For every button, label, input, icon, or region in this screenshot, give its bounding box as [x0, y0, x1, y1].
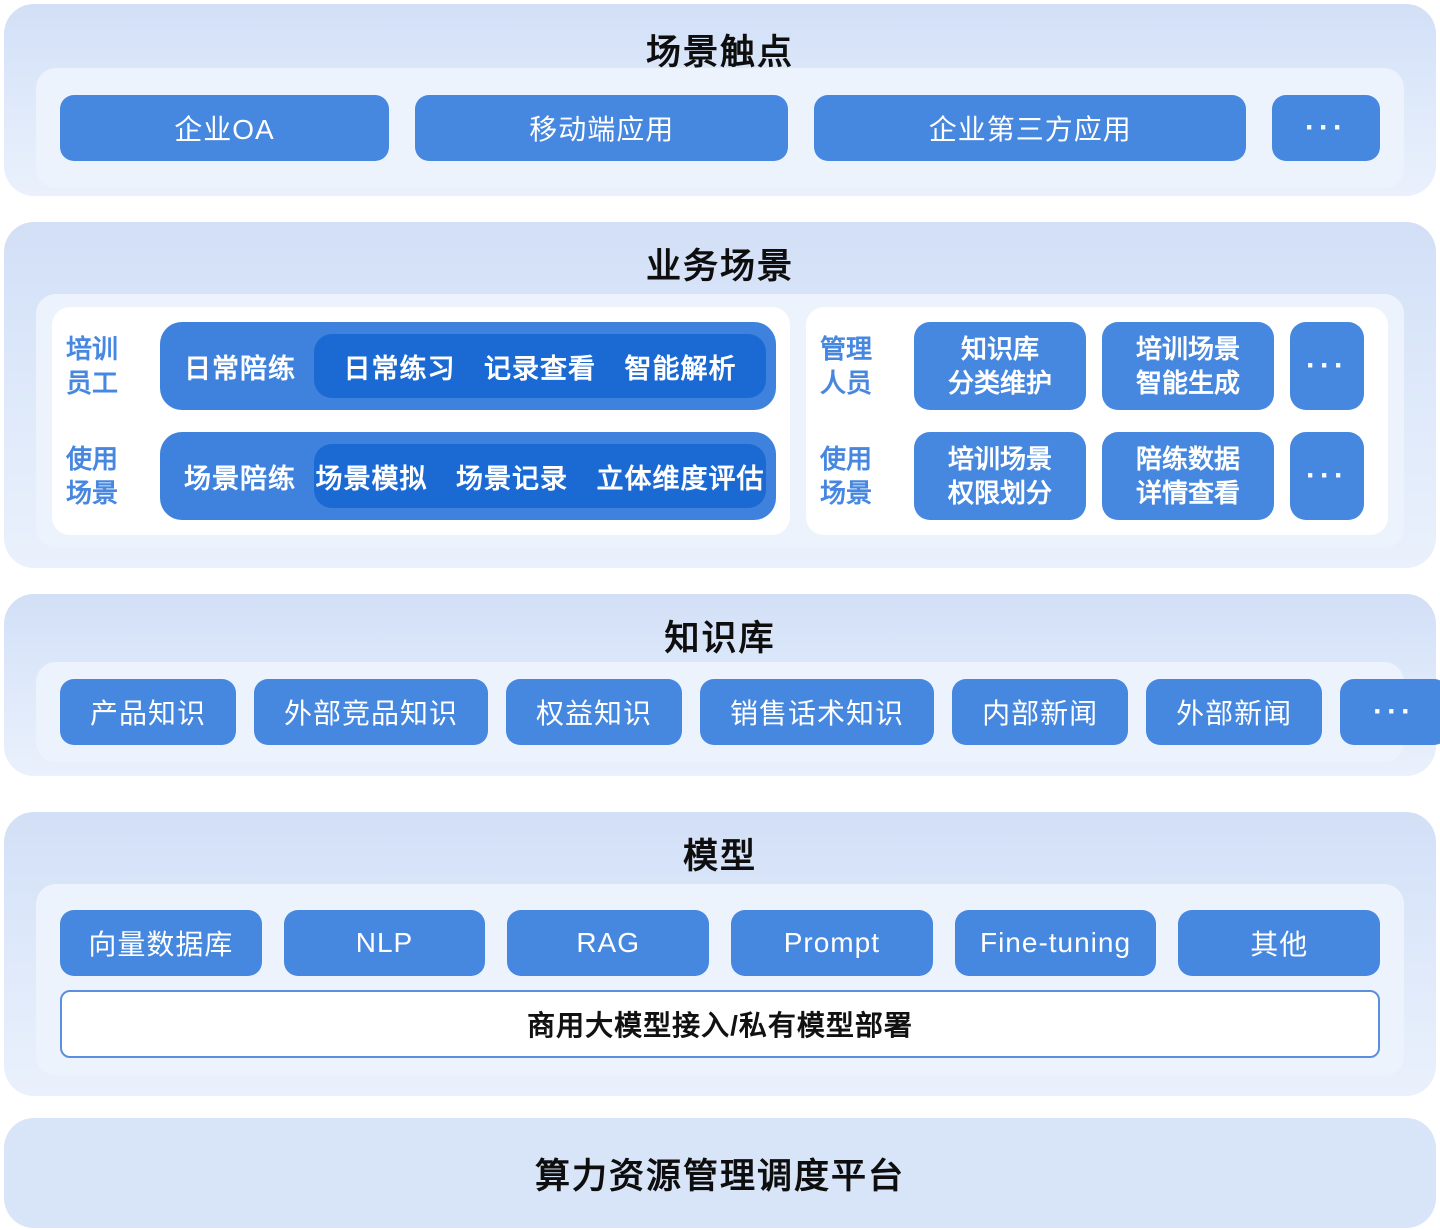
business-title: 业务场景 — [645, 247, 794, 286]
knowledge-competitor[interactable]: 外部竞品知识 — [254, 679, 489, 745]
llm-access-deployment-bar: 商用大模型接入/私有模型部署 — [60, 990, 1380, 1058]
touchpoints-more-button[interactable]: ··· — [1272, 95, 1380, 161]
daily-practice-pill[interactable]: 日常陪练 日常练习 记录查看 智能解析 — [160, 322, 776, 410]
daily-practice-row: 培训 员工 日常陪练 日常练习 记录查看 智能解析 — [66, 317, 776, 415]
knowledge-more-button[interactable]: ··· — [1340, 679, 1440, 745]
knowledge-panel: 产品知识 外部竞品知识 权益知识 销售话术知识 内部新闻 外部新闻 ··· — [36, 662, 1440, 762]
layer-compute-platform: 算力资源管理调度平台 — [4, 1118, 1436, 1228]
layer-business-scenarios: 业务场景 培训 员工 日常陪练 日常练习 记录查看 智能解析 使用 场景 场景陪… — [4, 222, 1436, 585]
touchpoint-enterprise-oa[interactable]: 企业OA — [60, 95, 389, 161]
touchpoint-third-party-app[interactable]: 企业第三方应用 — [814, 95, 1246, 161]
manager-row: 管理 人员 知识库 分类维护 培训场景 智能生成 ··· — [820, 317, 1374, 415]
model-nlp[interactable]: NLP — [283, 910, 486, 976]
touchpoints-panel: 企业OA 移动端应用 企业第三方应用 ··· — [36, 68, 1404, 188]
knowledge-title: 知识库 — [664, 619, 776, 658]
manager-usage-more-button[interactable]: ··· — [1290, 432, 1364, 520]
touchpoint-mobile-app[interactable]: 移动端应用 — [414, 95, 789, 161]
scenario-practice-row: 使用 场景 场景陪练 场景模拟 场景记录 立体维度评估 — [66, 427, 776, 525]
platform-title: 算力资源管理调度平台 — [534, 1156, 905, 1196]
model-buttons-row: 向量数据库 NLP RAG Prompt Fine-tuning 其他 — [60, 910, 1381, 976]
ellipsis-icon: ··· — [1373, 695, 1416, 728]
scenario-practice-label: 场景陪练 — [184, 463, 296, 494]
training-scene-auto-generate-button[interactable]: 培训场景 智能生成 — [1102, 322, 1274, 410]
manager-group: 管理 人员 知识库 分类维护 培训场景 智能生成 ··· 使用 场景 培训场景 … — [806, 307, 1388, 535]
model-prompt[interactable]: Prompt — [731, 910, 933, 976]
layer-model: 模型 向量数据库 NLP RAG Prompt Fine-tuning 其他 商… — [4, 812, 1436, 1113]
business-panel: 培训 员工 日常陪练 日常练习 记录查看 智能解析 使用 场景 场景陪练 场景模… — [36, 294, 1404, 548]
model-vector-db[interactable]: 向量数据库 — [60, 910, 262, 976]
scenario-practice-items[interactable]: 场景模拟 场景记录 立体维度评估 — [314, 444, 766, 508]
kb-category-maintenance-button[interactable]: 知识库 分类维护 — [914, 322, 1086, 410]
scenario-practice-pill[interactable]: 场景陪练 场景模拟 场景记录 立体维度评估 — [160, 432, 776, 520]
role-label-usage-scenario-left: 使用 场景 — [66, 444, 119, 508]
practice-data-detail-button[interactable]: 陪练数据 详情查看 — [1102, 432, 1274, 520]
role-label-usage-scenario-right: 使用 场景 — [820, 444, 873, 508]
role-label-training-staff: 培训 员工 — [66, 334, 119, 398]
layer-knowledge-base: 知识库 产品知识 外部竞品知识 权益知识 销售话术知识 内部新闻 外部新闻 ··… — [4, 594, 1440, 793]
knowledge-internal-news[interactable]: 内部新闻 — [952, 679, 1129, 745]
knowledge-external-news[interactable]: 外部新闻 — [1146, 679, 1323, 745]
model-panel: 向量数据库 NLP RAG Prompt Fine-tuning 其他 商用大模… — [36, 884, 1404, 1076]
knowledge-product[interactable]: 产品知识 — [60, 679, 237, 745]
knowledge-benefits[interactable]: 权益知识 — [506, 679, 683, 745]
daily-practice-items[interactable]: 日常练习 记录查看 智能解析 — [314, 334, 766, 398]
touchpoints-title: 场景触点 — [645, 33, 794, 72]
model-title: 模型 — [682, 837, 757, 876]
manager-more-button[interactable]: ··· — [1290, 322, 1364, 410]
knowledge-sales-script[interactable]: 销售话术知识 — [700, 679, 935, 745]
ellipsis-icon: ··· — [1306, 459, 1348, 492]
role-label-manager: 管理 人员 — [820, 334, 873, 398]
model-fine-tuning[interactable]: Fine-tuning — [954, 910, 1157, 976]
training-staff-group: 培训 员工 日常陪练 日常练习 记录查看 智能解析 使用 场景 场景陪练 场景模… — [52, 307, 790, 535]
training-scene-permission-button[interactable]: 培训场景 权限划分 — [914, 432, 1086, 520]
model-rag[interactable]: RAG — [507, 910, 710, 976]
ellipsis-icon: ··· — [1305, 111, 1347, 144]
model-other[interactable]: 其他 — [1178, 910, 1381, 976]
ellipsis-icon: ··· — [1306, 349, 1348, 382]
layer-touchpoints: 场景触点 企业OA 移动端应用 企业第三方应用 ··· — [4, 4, 1436, 213]
daily-practice-label: 日常陪练 — [184, 353, 296, 384]
manager-usage-row: 使用 场景 培训场景 权限划分 陪练数据 详情查看 ··· — [820, 427, 1374, 525]
